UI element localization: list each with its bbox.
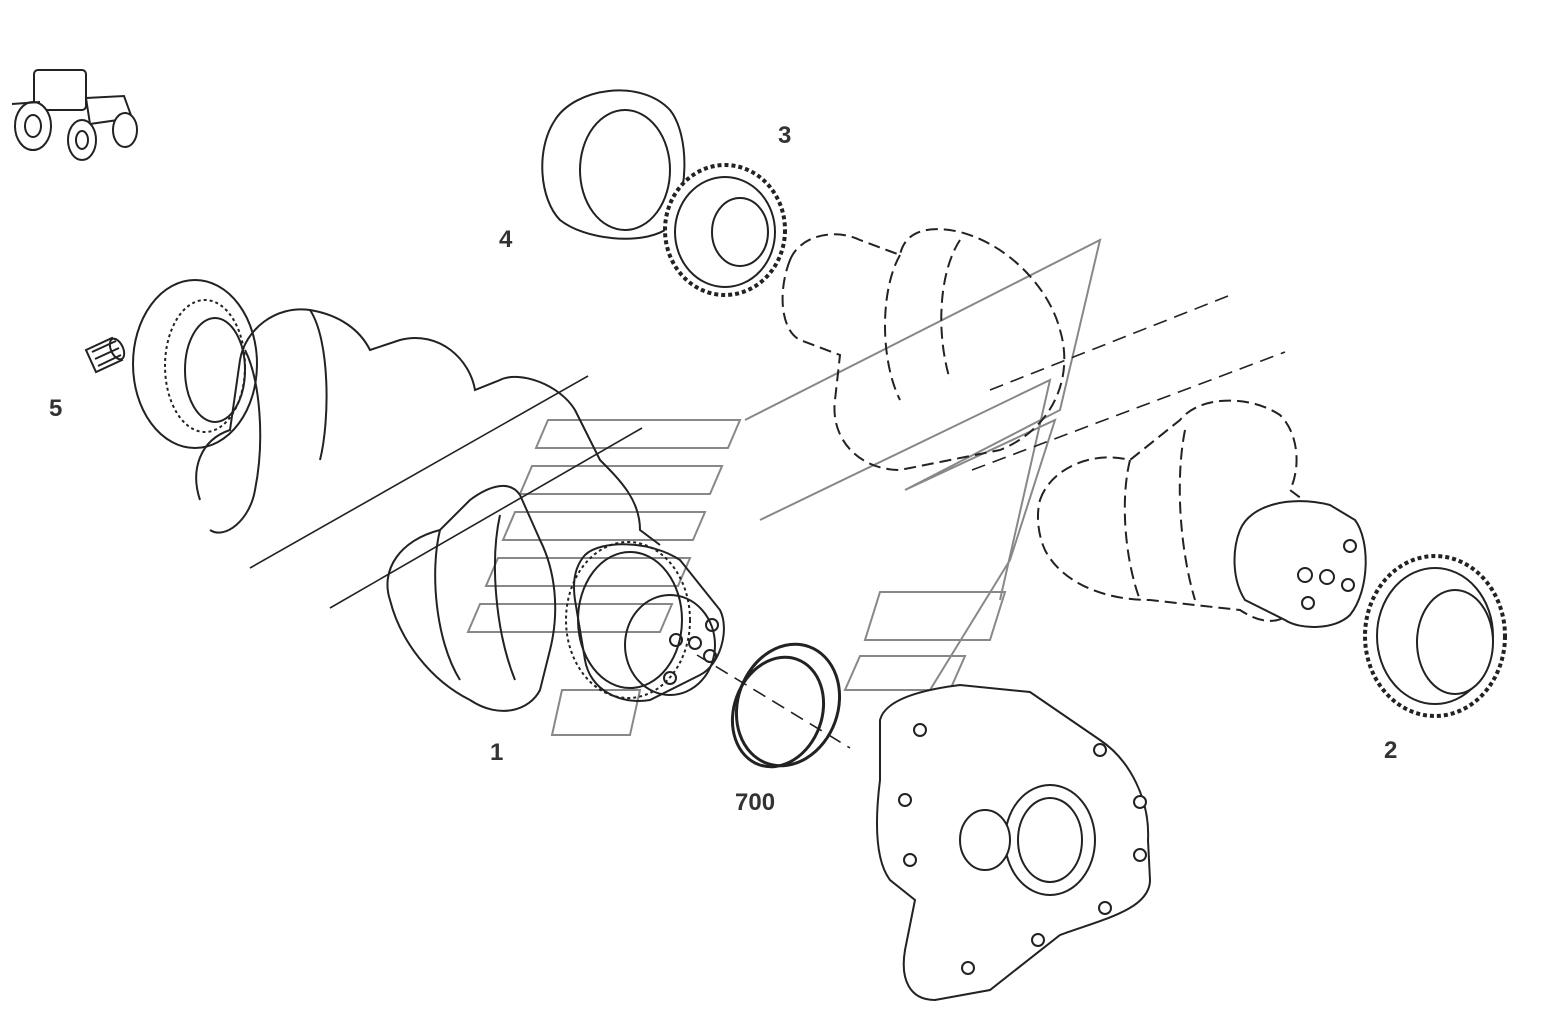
gear-part [663, 163, 787, 297]
tractor-icon [11, 69, 138, 161]
ring-part [541, 89, 686, 240]
phantom-lines [696, 295, 1286, 749]
callout-3: 3 [778, 122, 792, 149]
crankshaft-phantom-upper [781, 228, 1066, 472]
seal-ring [730, 642, 842, 769]
section-lines [249, 375, 643, 609]
callout-4: 4 [499, 226, 513, 253]
callout-700: 700 [735, 789, 776, 816]
spring-pin [84, 336, 126, 374]
crankshaft-flange-right [1233, 500, 1367, 628]
crankshaft [195, 308, 725, 712]
timing-gear-right [1363, 554, 1507, 718]
crank-gear-left [132, 279, 258, 449]
brand-watermark [466, 238, 1102, 736]
crankshaft-phantom-lower [1036, 399, 1332, 622]
callout-1: 1 [490, 739, 504, 766]
callout-2: 2 [1384, 737, 1398, 764]
callout-5: 5 [49, 395, 63, 422]
crank-gear-mid [565, 541, 691, 699]
front-cover-housing [876, 683, 1152, 1002]
